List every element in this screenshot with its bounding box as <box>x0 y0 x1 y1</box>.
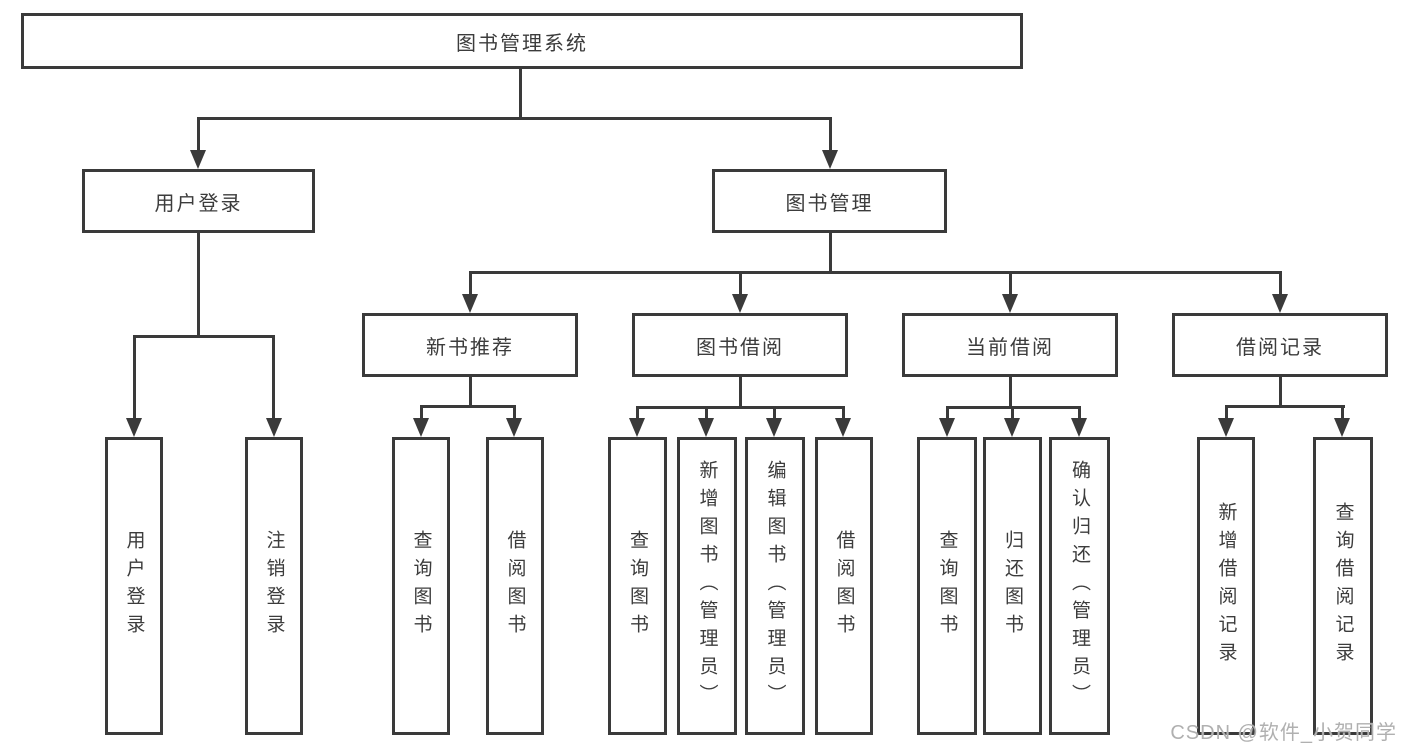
leaf-label: 归还图书 <box>1002 530 1023 642</box>
connector-line <box>705 406 708 420</box>
connector-line <box>1225 405 1345 408</box>
connector-line <box>739 377 742 408</box>
connector-line <box>842 406 845 420</box>
arrow-down-icon <box>1002 294 1018 313</box>
arrow-down-icon <box>1071 418 1087 437</box>
leaf-label: 借阅图书 <box>833 530 855 642</box>
connector-line <box>829 233 832 273</box>
arrow-down-icon <box>1334 418 1350 437</box>
node-user-login: 用户登录 <box>82 169 315 233</box>
leaf-label: 新增借阅记录 <box>1215 502 1237 670</box>
arrow-down-icon <box>126 418 142 437</box>
connector-line <box>1078 406 1081 420</box>
connector-line <box>197 117 200 152</box>
connector-line <box>1225 405 1228 420</box>
connector-line <box>1279 271 1282 296</box>
node-current-borrow: 当前借阅 <box>902 313 1118 377</box>
arrow-down-icon <box>939 418 955 437</box>
connector-line <box>469 377 472 407</box>
leaf-label: 查询图书 <box>936 530 958 642</box>
connector-line <box>197 117 832 120</box>
arrow-down-icon <box>1272 294 1288 313</box>
arrow-down-icon <box>835 418 851 437</box>
leaf-label: 新增图书（管理员） <box>696 460 718 712</box>
connector-line <box>829 117 832 152</box>
connector-line <box>469 271 472 296</box>
connector-line <box>133 335 275 338</box>
arrow-down-icon <box>462 294 478 313</box>
connector-line <box>739 271 742 296</box>
leaf-current-confirm-return-admin: 确认归还（管理员） <box>1049 437 1110 735</box>
arrow-down-icon <box>822 150 838 169</box>
connector-line <box>420 405 423 420</box>
leaf-current-return-books: 归还图书 <box>983 437 1042 735</box>
node-borrow-records: 借阅记录 <box>1172 313 1388 377</box>
arrow-down-icon <box>190 150 206 169</box>
connector-line <box>469 271 1281 274</box>
connector-line <box>1011 406 1014 420</box>
connector-line <box>513 405 516 420</box>
leaf-records-query-record: 查询借阅记录 <box>1313 437 1373 735</box>
leaf-label: 查询图书 <box>410 530 432 642</box>
connector-line <box>1009 377 1012 408</box>
leaf-recommend-borrow-books: 借阅图书 <box>486 437 544 735</box>
arrow-down-icon <box>698 418 714 437</box>
connector-line <box>519 69 522 119</box>
leaf-borrow-query-books: 查询图书 <box>608 437 667 735</box>
connector-line <box>1009 271 1012 296</box>
connector-line <box>946 406 949 420</box>
connector-line <box>133 335 136 420</box>
leaf-label: 确认归还（管理员） <box>1069 460 1090 712</box>
leaf-label: 注销登录 <box>263 530 285 642</box>
leaf-borrow-borrow-books: 借阅图书 <box>815 437 873 735</box>
leaf-borrow-edit-books-admin: 编辑图书（管理员） <box>745 437 805 735</box>
arrow-down-icon <box>732 294 748 313</box>
arrow-down-icon <box>766 418 782 437</box>
leaf-label: 用户登录 <box>123 530 145 642</box>
arrow-down-icon <box>506 418 522 437</box>
connector-line <box>636 406 639 420</box>
connector-line <box>1279 377 1282 407</box>
connector-line <box>197 233 200 337</box>
leaf-logout: 注销登录 <box>245 437 303 735</box>
leaf-borrow-add-books-admin: 新增图书（管理员） <box>677 437 737 735</box>
arrow-down-icon <box>413 418 429 437</box>
leaf-label: 借阅图书 <box>504 530 526 642</box>
node-new-book-recommend: 新书推荐 <box>362 313 578 377</box>
arrow-down-icon <box>266 418 282 437</box>
leaf-label: 查询图书 <box>627 530 648 642</box>
arrow-down-icon <box>1218 418 1234 437</box>
connector-line <box>773 406 776 420</box>
leaf-records-add-record: 新增借阅记录 <box>1197 437 1255 735</box>
node-book-borrow: 图书借阅 <box>632 313 848 377</box>
csdn-watermark: CSDN @软件_小贺同学 <box>1170 722 1397 744</box>
leaf-recommend-query-books: 查询图书 <box>392 437 450 735</box>
arrow-down-icon <box>629 418 645 437</box>
connector-line <box>1341 405 1344 420</box>
leaf-label: 查询借阅记录 <box>1332 502 1354 670</box>
connector-line <box>420 405 516 408</box>
node-book-management: 图书管理 <box>712 169 947 233</box>
connector-line <box>272 335 275 420</box>
arrow-down-icon <box>1004 418 1020 437</box>
node-root: 图书管理系统 <box>21 13 1023 69</box>
leaf-label: 编辑图书（管理员） <box>764 460 786 712</box>
leaf-user-login: 用户登录 <box>105 437 163 735</box>
connector-line <box>636 406 845 409</box>
leaf-current-query-books: 查询图书 <box>917 437 977 735</box>
